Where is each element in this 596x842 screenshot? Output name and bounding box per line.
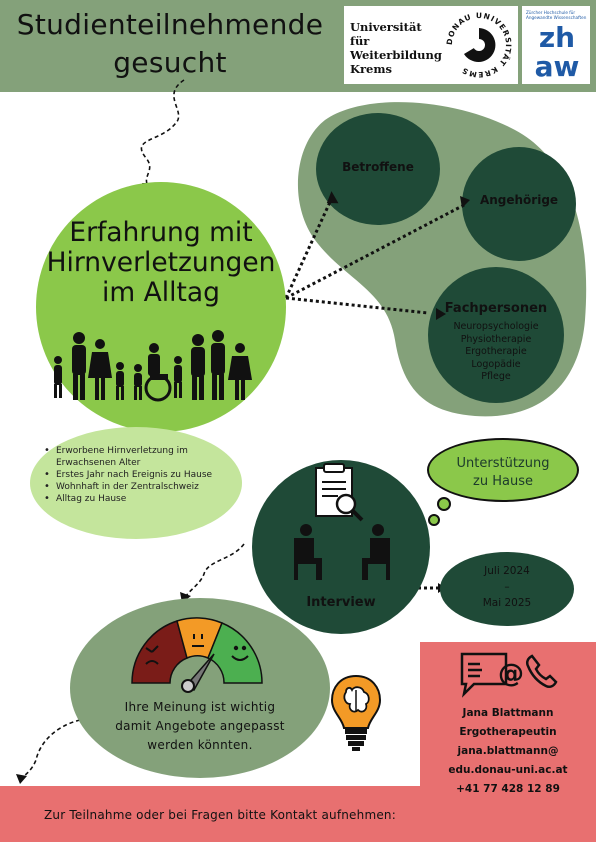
zhaw-word-bottom: aw <box>535 50 580 80</box>
support-bubble: Unterstützung zu Hause <box>427 438 579 502</box>
svg-text:@: @ <box>498 659 524 689</box>
fach-item: Ergotherapie <box>465 346 527 357</box>
date-start: Juli 2024 <box>484 565 530 577</box>
page-title: Studienteilnehmende gesucht <box>0 6 340 82</box>
date-dash: – <box>504 581 510 593</box>
support-line-2: zu Hause <box>473 474 533 489</box>
contact-email-line-1[interactable]: jana.blattmann@ <box>457 745 559 757</box>
opinion-oval: Ihre Meinung ist wichtig damit Angebote … <box>70 598 330 778</box>
university-name-line-2: Weiterbildung <box>350 48 442 62</box>
contact-email-line-2[interactable]: edu.donau-uni.ac.at <box>448 764 568 776</box>
fach-item: Neuropsychologie <box>453 321 539 332</box>
group-fachpersonen-circle: Fachpersonen Neuropsychologie Physiother… <box>428 267 564 403</box>
footer-text: Zur Teilnahme oder bei Fragen bitte Kont… <box>44 808 396 822</box>
university-name: Universität für Weiterbildung Krems <box>350 20 442 76</box>
zhaw-logo: Zürcher Hochschule für Angewandte Wissen… <box>522 6 590 84</box>
opinion-line-2: damit Angebote angepasst <box>115 719 285 733</box>
date-end: Mai 2025 <box>482 597 532 609</box>
criteria-item: Wohnhaft in der Zentralschweiz <box>44 481 244 493</box>
date-oval: Juli 2024 – Mai 2025 <box>440 552 574 626</box>
arrow-head-3 <box>16 774 27 784</box>
opinion-line-3: werden könnten. <box>147 738 253 752</box>
group-angehoerige-circle: Angehörige <box>462 147 576 261</box>
contact-role: Ergotherapeutin <box>459 726 557 738</box>
university-name-line-1: Universität für <box>350 20 422 48</box>
email-phone-icon: @ <box>460 652 558 698</box>
contact-phone[interactable]: +41 77 428 12 89 <box>456 783 560 795</box>
interview-label: Interview <box>306 595 376 610</box>
group-betroffene-circle: Betroffene <box>316 113 440 225</box>
group-angehoerige-label: Angehörige <box>479 193 559 207</box>
criteria-item: Alltag zu Hause <box>44 493 244 505</box>
brain-lightbulb-icon <box>330 674 382 751</box>
zhaw-wordmark-icon: zh aw <box>535 21 580 80</box>
group-fachpersonen-label: Fachpersonen <box>444 301 548 316</box>
date-range: Juli 2024 – Mai 2025 <box>440 563 574 611</box>
zhaw-full-name: Zürcher Hochschule für Angewandte Wissen… <box>526 10 587 20</box>
support-line-1: Unterstützung <box>456 456 550 471</box>
university-seal-icon: DONAU UNIVERSITÄT KREMS <box>445 11 512 79</box>
fach-item: Logopädie <box>471 358 521 370</box>
criteria-item: Erworbene Hirnverletzung im Erwachsenen … <box>44 445 244 469</box>
family-silhouette-icon <box>54 330 252 402</box>
fach-item: Physiotherapie <box>460 333 532 345</box>
people-talking-icon <box>294 524 390 580</box>
contact-box: @ Jana Blattmann Ergotherapeutin jana.bl… <box>420 642 596 842</box>
feedback-gauge-icon <box>131 617 263 693</box>
main-title-line-3: im Alltag <box>102 277 220 308</box>
university-logo: Universität für Weiterbildung Krems DONA… <box>344 6 518 84</box>
interview-circle: Interview <box>252 460 430 634</box>
main-topic-title: Erfahrung mit Hirnverletzungen im Alltag <box>36 218 286 308</box>
thought-bubble-tail <box>428 497 451 526</box>
criteria-list: Erworbene Hirnverletzung im Erwachsenen … <box>44 445 244 505</box>
opinion-line-1: Ihre Meinung ist wichtig <box>124 700 276 714</box>
opinion-text: Ihre Meinung ist wichtig damit Angebote … <box>70 698 330 755</box>
criteria-oval: Erworbene Hirnverletzung im Erwachsenen … <box>30 427 242 539</box>
main-topic-circle: Erfahrung mit Hirnverletzungen im Alltag <box>36 182 286 432</box>
contact-details: Jana Blattmann Ergotherapeutin jana.blat… <box>420 704 596 799</box>
main-title-line-1: Erfahrung mit <box>69 217 253 248</box>
criteria-item: Erstes Jahr nach Ereignis zu Hause <box>44 469 244 481</box>
title-line-2: gesucht <box>113 46 227 79</box>
group-betroffene-label: Betroffene <box>342 160 414 174</box>
fachpersonen-list: Neuropsychologie Physiotherapie Ergother… <box>428 321 564 384</box>
zhaw-word-top: zh <box>539 21 575 54</box>
fach-item: Pflege <box>481 371 511 382</box>
contact-name: Jana Blattmann <box>462 707 554 719</box>
support-text: Unterstützung zu Hause <box>429 455 577 491</box>
university-name-line-3: Krems <box>350 62 393 76</box>
main-title-line-2: Hirnverletzungen <box>46 247 276 278</box>
title-line-1: Studienteilnehmende <box>16 8 324 41</box>
document-magnifier-icon <box>315 463 364 522</box>
